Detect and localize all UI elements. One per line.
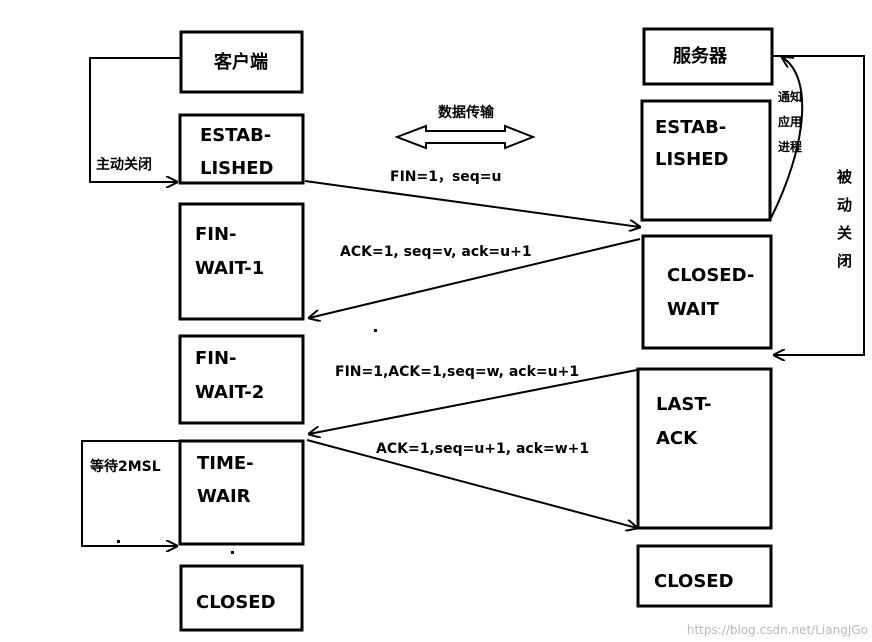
wait-2msl-loop-arrow bbox=[81, 440, 180, 546]
wait-2msl-label: 等待2MSL bbox=[90, 458, 161, 475]
message-label-fin-2: FIN=1,ACK=1,seq=w, ack=u+1 bbox=[335, 364, 579, 380]
message-arrow-fin-2 bbox=[309, 369, 638, 434]
client-fin-wait-2-line-2: WAIT-2 bbox=[195, 382, 264, 403]
server-title-box: 服务器 bbox=[642, 27, 774, 86]
server-state-closed: CLOSED bbox=[636, 544, 773, 608]
notify-app-line-3: 进程 bbox=[778, 139, 802, 154]
client-time-wait-line-2: WAIR bbox=[197, 486, 251, 507]
message-arrow-ack-1 bbox=[309, 238, 641, 318]
server-state-last-ack: LAST- ACK bbox=[636, 367, 773, 530]
notify-app-line-1: 通知 bbox=[778, 89, 802, 104]
server-state-established: ESTAB- LISHED bbox=[640, 99, 772, 222]
message-label-ack-2: ACK=1,seq=u+1, ack=w+1 bbox=[376, 441, 589, 457]
client-state-fin-wait-1: FIN- WAIT-1 bbox=[178, 202, 305, 321]
passive-close-char-4: 闭 bbox=[837, 252, 852, 270]
passive-close-char-1: 被 bbox=[837, 168, 853, 186]
server-established-line-1: ESTAB- bbox=[655, 117, 726, 138]
message-label-fin-1: FIN=1，seq=u bbox=[390, 169, 502, 185]
server-closed-wait-line-2: WAIT bbox=[667, 299, 720, 320]
active-close-label: 主动关闭 bbox=[96, 156, 152, 173]
notify-app-line-2: 应用 bbox=[778, 114, 802, 129]
passive-close-char-3: 关 bbox=[837, 224, 852, 242]
message-arrow-fin-1 bbox=[304, 180, 640, 227]
server-last-ack-line-1: LAST- bbox=[656, 394, 711, 415]
client-closed-label: CLOSED bbox=[196, 592, 276, 613]
client-title: 客户端 bbox=[214, 51, 268, 73]
server-title: 服务器 bbox=[673, 45, 728, 67]
client-title-box: 客户端 bbox=[179, 30, 304, 94]
client-fin-wait-1-line-2: WAIT-1 bbox=[195, 258, 264, 279]
client-fin-wait-1-line-1: FIN- bbox=[195, 224, 237, 245]
dot-mark bbox=[117, 540, 120, 543]
client-established-line-1: ESTAB- bbox=[200, 125, 271, 146]
data-transfer-double-arrow bbox=[394, 124, 536, 150]
dot-mark bbox=[231, 551, 234, 554]
client-state-closed: CLOSED bbox=[179, 564, 304, 632]
dot-mark bbox=[374, 329, 377, 332]
passive-close-char-2: 动 bbox=[837, 196, 852, 214]
client-fin-wait-2-line-1: FIN- bbox=[195, 348, 237, 369]
data-transfer-label: 数据传输 bbox=[438, 104, 495, 121]
client-state-established: ESTAB- LISHED bbox=[178, 113, 305, 185]
client-state-fin-wait-2: FIN- WAIT-2 bbox=[178, 334, 305, 425]
server-closed-label: CLOSED bbox=[654, 571, 734, 592]
client-state-time-wait: TIME- WAIR bbox=[178, 439, 305, 546]
client-established-line-2: LISHED bbox=[200, 158, 273, 179]
server-state-closed-wait: CLOSED- WAIT bbox=[641, 234, 773, 350]
notify-app-curve-arrow bbox=[770, 57, 804, 219]
passive-close-loop-arrow bbox=[772, 55, 865, 355]
message-label-ack-1: ACK=1, seq=v, ack=u+1 bbox=[340, 244, 532, 260]
client-time-wait-line-1: TIME- bbox=[197, 453, 254, 474]
watermark: https://blog.csdn.net/LiangJGo bbox=[687, 623, 868, 637]
message-arrow-ack-2 bbox=[306, 439, 637, 528]
server-closed-wait-line-1: CLOSED- bbox=[667, 265, 754, 286]
server-established-line-2: LISHED bbox=[655, 149, 728, 170]
server-last-ack-line-2: ACK bbox=[656, 428, 698, 449]
active-close-loop-arrow bbox=[89, 57, 180, 182]
